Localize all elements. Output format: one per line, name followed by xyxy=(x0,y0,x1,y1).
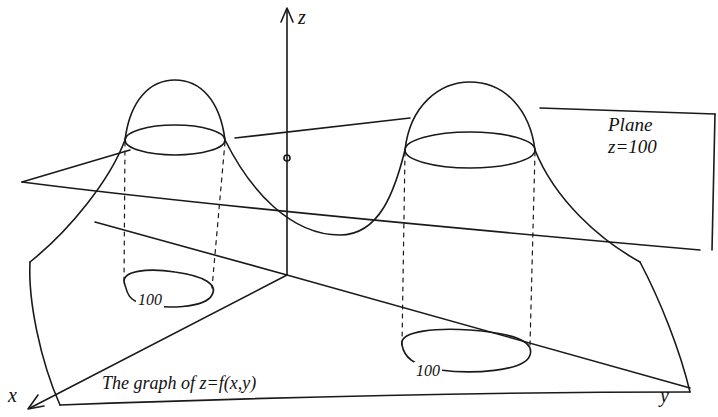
plane-edge xyxy=(540,108,715,114)
axis-arrow xyxy=(281,8,293,22)
projection-line xyxy=(212,142,225,288)
plane-edge xyxy=(22,182,700,250)
projection-line xyxy=(124,142,125,285)
dome xyxy=(405,82,535,150)
graph-caption: The graph of z=f(x,y) xyxy=(100,373,258,394)
plane-edge xyxy=(712,114,715,250)
level-label: 100 xyxy=(136,291,164,309)
surface-flank xyxy=(535,150,640,262)
axis-label: z xyxy=(298,6,306,29)
dome xyxy=(125,80,225,140)
projection-line xyxy=(402,152,405,345)
surface-edge xyxy=(60,392,690,405)
surface-edge xyxy=(640,262,690,392)
z-axis xyxy=(286,10,288,275)
plane-label: Plane z=100 xyxy=(608,114,688,158)
axis-label: x xyxy=(8,384,17,407)
plane-edge xyxy=(235,118,410,138)
surface-edge xyxy=(30,262,60,405)
saddle-curve xyxy=(225,140,405,235)
axis-arrow xyxy=(28,395,44,409)
plane-edge xyxy=(22,150,130,182)
y-axis xyxy=(287,275,690,388)
x-axis xyxy=(30,275,287,408)
surface-flank xyxy=(30,140,125,262)
level-ellipse xyxy=(405,132,535,168)
origin-mark xyxy=(284,155,290,161)
level-ellipse xyxy=(125,125,225,155)
level-label: 100 xyxy=(414,362,442,380)
projection-line xyxy=(530,152,535,345)
axis-label: y xyxy=(660,384,669,407)
y-axis xyxy=(95,222,287,275)
